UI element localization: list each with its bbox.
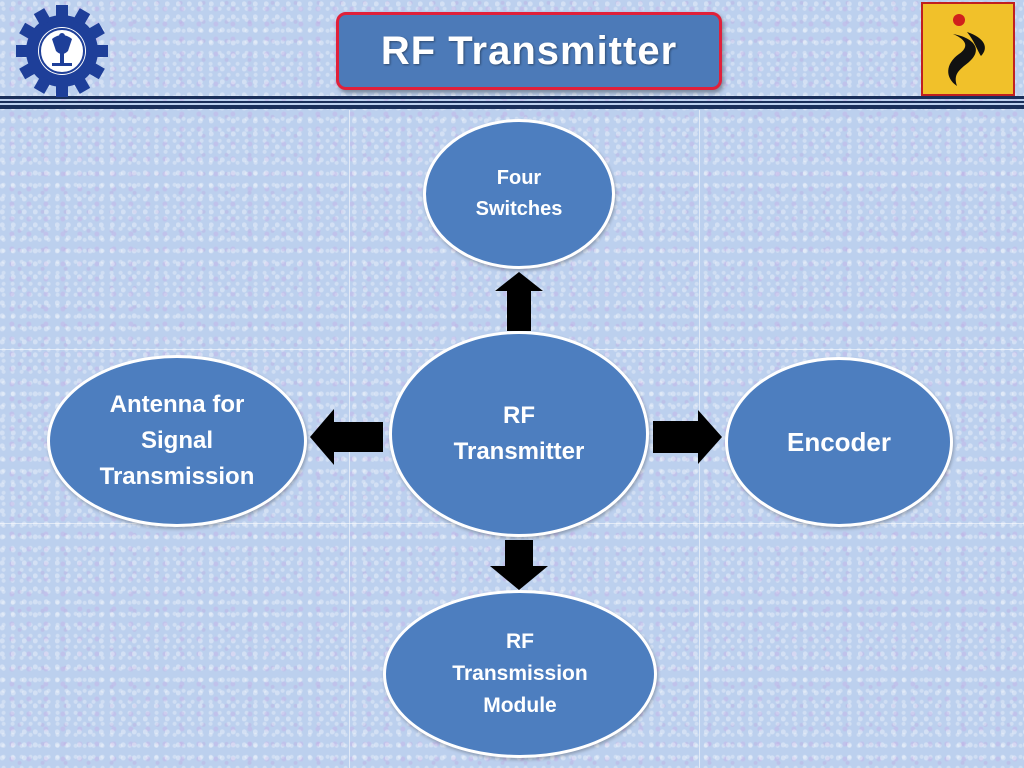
- node-label: Antenna for Signal Transmission: [99, 391, 255, 490]
- node-label: Four Switches: [475, 167, 563, 220]
- header-rule: [0, 96, 1024, 99]
- node-label: RF Transmission Module: [452, 630, 588, 717]
- institute-logo: [921, 2, 1015, 96]
- node-encoder: Encoder: [725, 357, 953, 527]
- csir-logo: [10, 4, 114, 98]
- csir-gear-logo-icon: [16, 5, 108, 97]
- node-antenna: Antenna for Signal Transmission: [47, 355, 307, 527]
- arrow-down: [490, 540, 548, 590]
- header-rule: [0, 105, 1024, 109]
- arrow-up: [495, 272, 543, 331]
- node-rf-transmission-module: RF Transmission Module: [383, 590, 657, 758]
- node-four-switches: Four Switches: [423, 119, 615, 269]
- slide-title-box: RF Transmitter: [336, 12, 722, 90]
- arrow-left: [310, 409, 383, 465]
- node-rf-transmitter: RF Transmitter: [389, 331, 649, 537]
- flame-emblem-icon: [948, 14, 985, 86]
- arrow-right: [653, 410, 722, 464]
- header-rule: [0, 101, 1024, 103]
- node-label: Encoder: [786, 427, 892, 457]
- node-label: RF Transmitter: [453, 402, 585, 465]
- slide-title: RF Transmitter: [380, 28, 678, 73]
